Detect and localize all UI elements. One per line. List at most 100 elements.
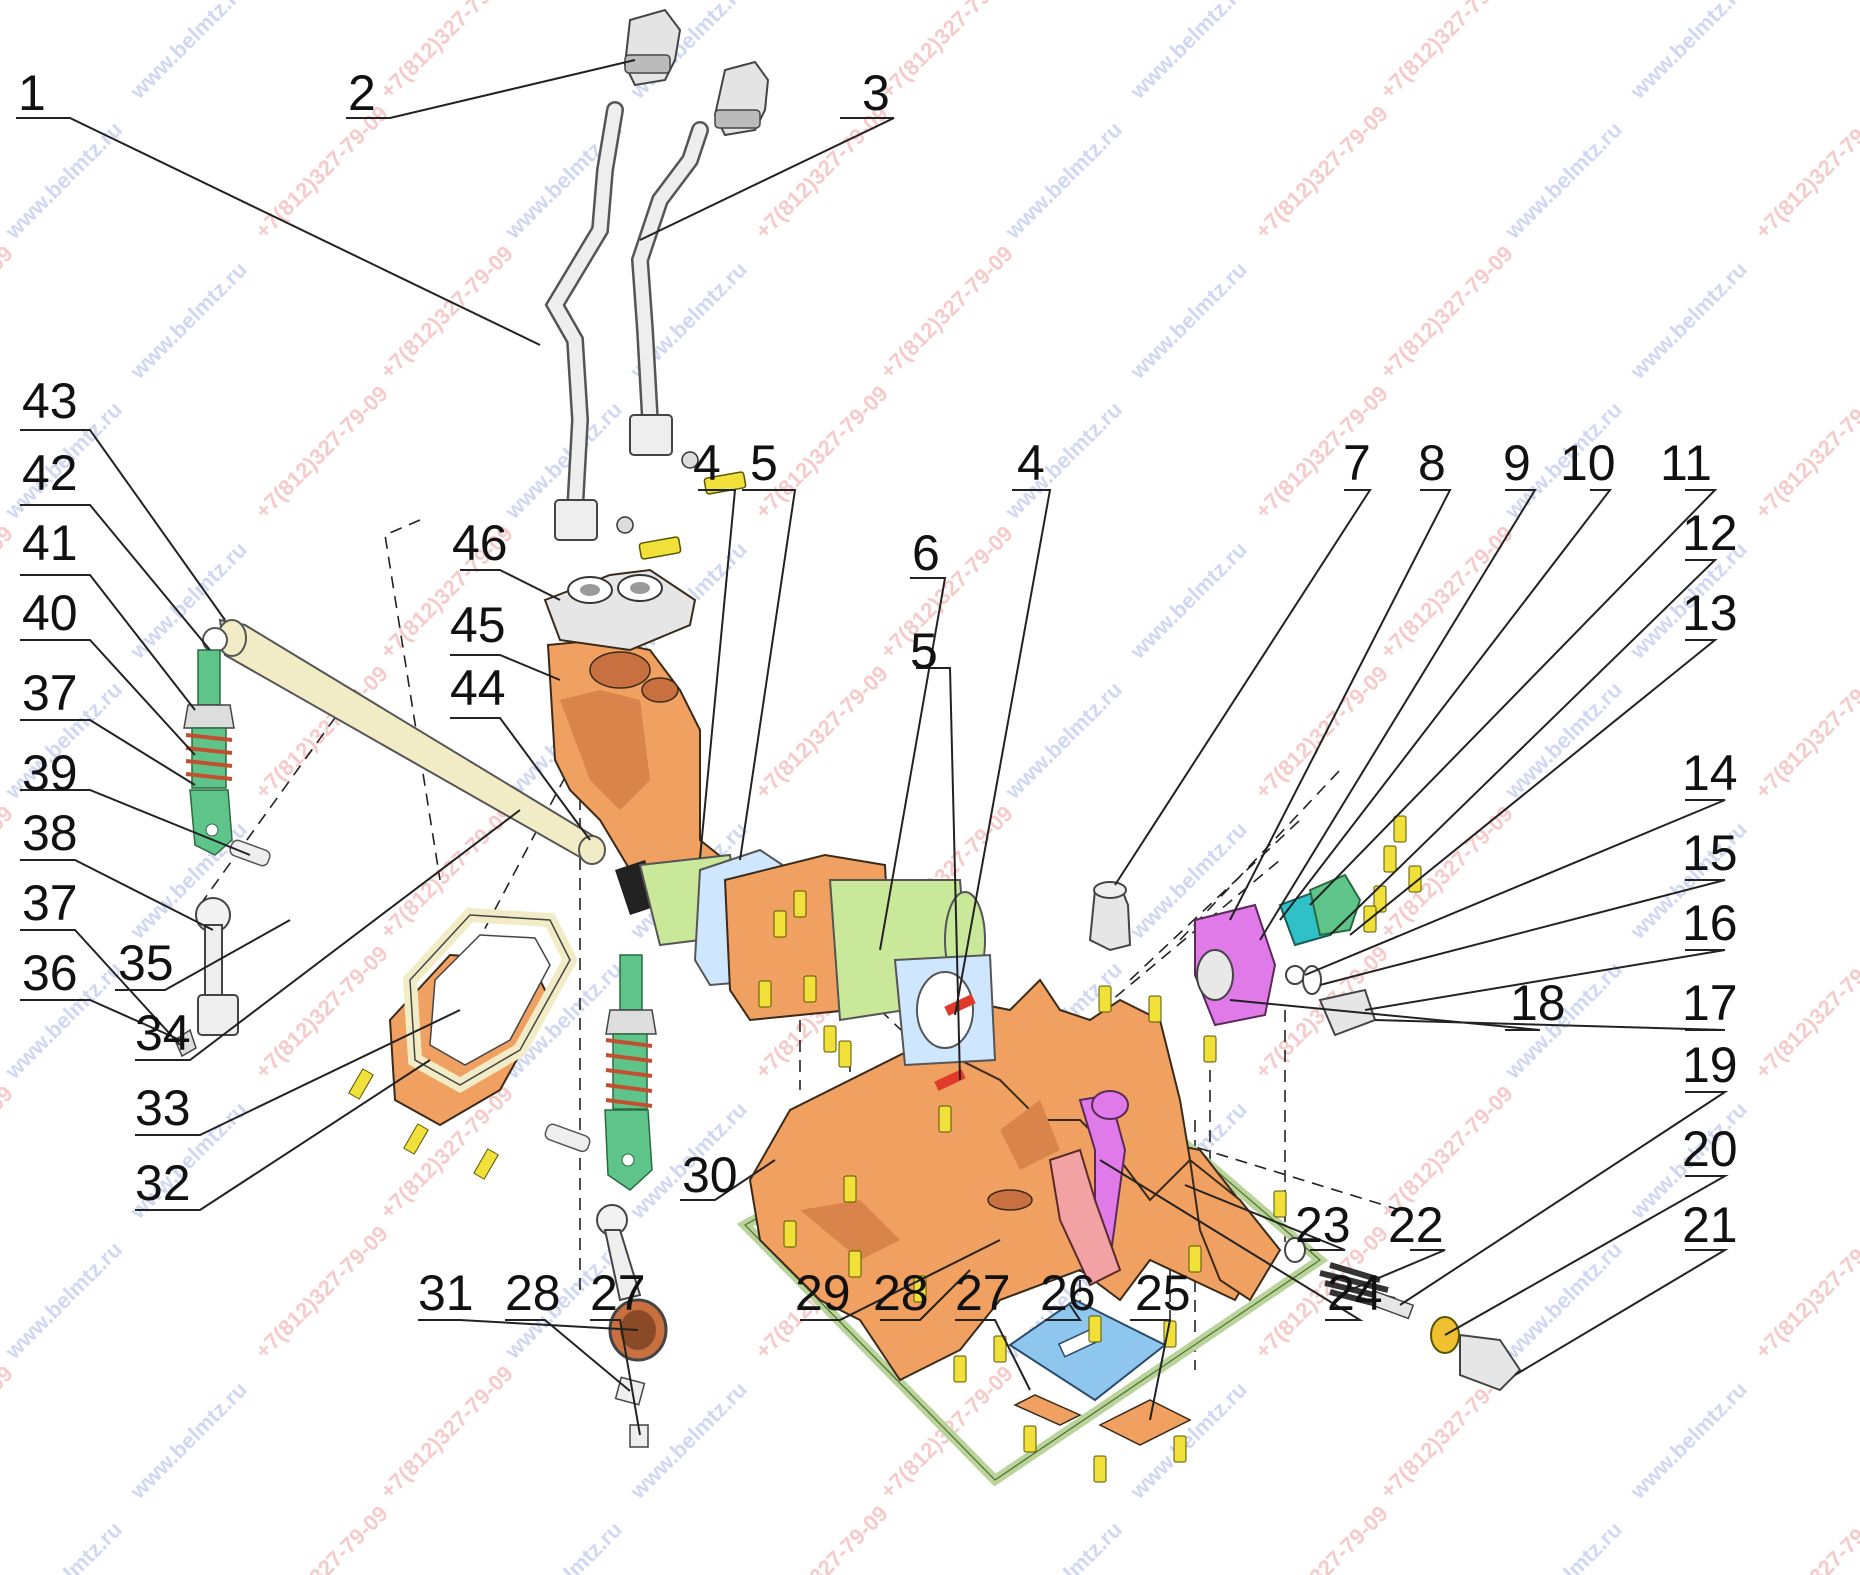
callout-18: 18 [1510, 975, 1566, 1031]
crank-arm-lower [596, 1204, 668, 1448]
watermark-text: +7(812)327-79-09 [1250, 381, 1393, 524]
callout-27: 27 [955, 1265, 1011, 1321]
callout-31: 31 [418, 1265, 474, 1321]
watermark-text: +7(812)327-79-09 [0, 1361, 18, 1504]
watermark-text: +7(812)327-79-09 [1750, 1501, 1860, 1575]
long-shaft [202, 618, 606, 865]
main-housing-body [748, 978, 1282, 1382]
watermark-text: www.belmtz.ru [499, 1517, 627, 1575]
bolt [838, 1040, 852, 1068]
callout-37: 37 [22, 665, 78, 721]
callout-10: 10 [1560, 435, 1616, 491]
bolt [993, 1335, 1007, 1363]
callout-28: 28 [873, 1265, 929, 1321]
watermark-text: www.belmtz.ru [0, 1517, 127, 1575]
callout-26: 26 [1040, 1265, 1096, 1321]
callout-42: 42 [22, 445, 78, 501]
watermark-text: www.belmtz.ru [1124, 0, 1252, 104]
watermark-text: www.belmtz.ru [1499, 117, 1627, 245]
callout-35: 35 [118, 935, 174, 991]
watermark-text: www.belmtz.ru [124, 1377, 252, 1505]
callout-40: 40 [22, 585, 78, 641]
watermark-text: www.belmtz.ru [1124, 257, 1252, 385]
detent-cover-assembly [1088, 873, 1377, 1037]
bolt [1393, 815, 1407, 843]
callout-5: 5 [750, 435, 778, 491]
watermark-text: +7(812)327-79-09 [1750, 941, 1860, 1084]
callout-29: 29 [795, 1265, 851, 1321]
watermark-text: +7(812)327-79-09 [750, 1501, 893, 1575]
callout-28b: 28 [505, 1265, 561, 1321]
watermark-text: +7(812)327-79-09 [1250, 101, 1393, 244]
callout-labels: 1 2 3 4 5 4 5 6 7 8 9 10 11 12 13 14 15 … [18, 65, 1738, 1321]
watermark-text: +7(812)327-79-09 [1750, 101, 1860, 244]
bolt [1188, 1245, 1202, 1273]
callout-5b: 5 [910, 623, 938, 679]
bolt [1203, 1035, 1217, 1063]
gear-lever-left [544, 8, 682, 560]
callout-33: 33 [135, 1080, 191, 1136]
bolt [823, 1025, 837, 1053]
watermark-text: +7(812)327-79-09 [750, 661, 893, 804]
watermark-text: www.belmtz.ru [999, 1517, 1127, 1575]
watermark-text: +7(812)327-79-09 [1250, 1501, 1393, 1575]
bolt [803, 975, 817, 1003]
crank-arm-upper [174, 897, 239, 1058]
callout-38: 38 [22, 805, 78, 861]
callout-19: 19 [1682, 1037, 1738, 1093]
callout-9: 9 [1503, 435, 1531, 491]
watermark-text: +7(812)327-79-09 [1750, 661, 1860, 804]
watermark-text: +7(812)327-79-09 [875, 521, 1018, 664]
watermark-text: www.belmtz.ru [1499, 677, 1627, 805]
watermark-text: +7(812)327-79-09 [1375, 0, 1518, 104]
bolt [1093, 1455, 1107, 1483]
bolt [953, 1355, 967, 1383]
callout-34: 34 [135, 1005, 191, 1061]
bolt [773, 910, 787, 938]
callout-30: 30 [682, 1147, 738, 1203]
watermark-text: +7(812)327-79-09 [375, 0, 518, 104]
callout-36: 36 [22, 945, 78, 1001]
watermark-text: www.belmtz.ru [124, 257, 252, 385]
bolt [843, 1175, 857, 1203]
watermark-text: +7(812)327-79-09 [0, 241, 18, 384]
watermark-text: www.belmtz.ru [1499, 1237, 1627, 1365]
watermark-text: +7(812)327-79-09 [0, 801, 18, 944]
bolt [793, 890, 807, 918]
callout-14: 14 [1682, 745, 1738, 801]
bolt [1148, 995, 1162, 1023]
watermark-text: +7(812)327-79-09 [375, 1361, 518, 1504]
callout-3: 3 [862, 65, 890, 121]
bolt-markers [758, 815, 1422, 1483]
tie-rod-right [544, 954, 657, 1191]
callout-25: 25 [1135, 1265, 1191, 1321]
watermark-text: +7(812)327-79-09 [0, 1081, 18, 1224]
callout-21: 21 [1682, 1197, 1738, 1253]
callout-43: 43 [22, 373, 78, 429]
callout-8: 8 [1418, 435, 1446, 491]
watermark-text: +7(812)327-79-09 [0, 521, 18, 664]
callout-23: 23 [1295, 1197, 1351, 1253]
watermark-text: www.belmtz.ru [999, 677, 1127, 805]
watermark-text: www.belmtz.ru [1499, 1517, 1627, 1575]
callout-22: 22 [1388, 1197, 1444, 1253]
callout-37b: 37 [22, 875, 78, 931]
callout-2: 2 [348, 65, 376, 121]
callout-7: 7 [1343, 435, 1371, 491]
callout-27b: 27 [590, 1265, 646, 1321]
bolt [758, 980, 772, 1008]
bolt [783, 1220, 797, 1248]
callout-4: 4 [693, 435, 721, 491]
watermark-text: www.belmtz.ru [1124, 537, 1252, 665]
callout-16: 16 [1682, 895, 1738, 951]
callout-41: 41 [22, 515, 78, 571]
shift-shaft-assembly [615, 848, 997, 1091]
tie-rod-left [183, 649, 271, 867]
watermark-text: +7(812)327-79-09 [0, 0, 18, 104]
bolt [1383, 845, 1397, 873]
callout-39: 39 [22, 745, 78, 801]
bolt [1023, 1425, 1037, 1453]
callout-24: 24 [1327, 1265, 1383, 1321]
